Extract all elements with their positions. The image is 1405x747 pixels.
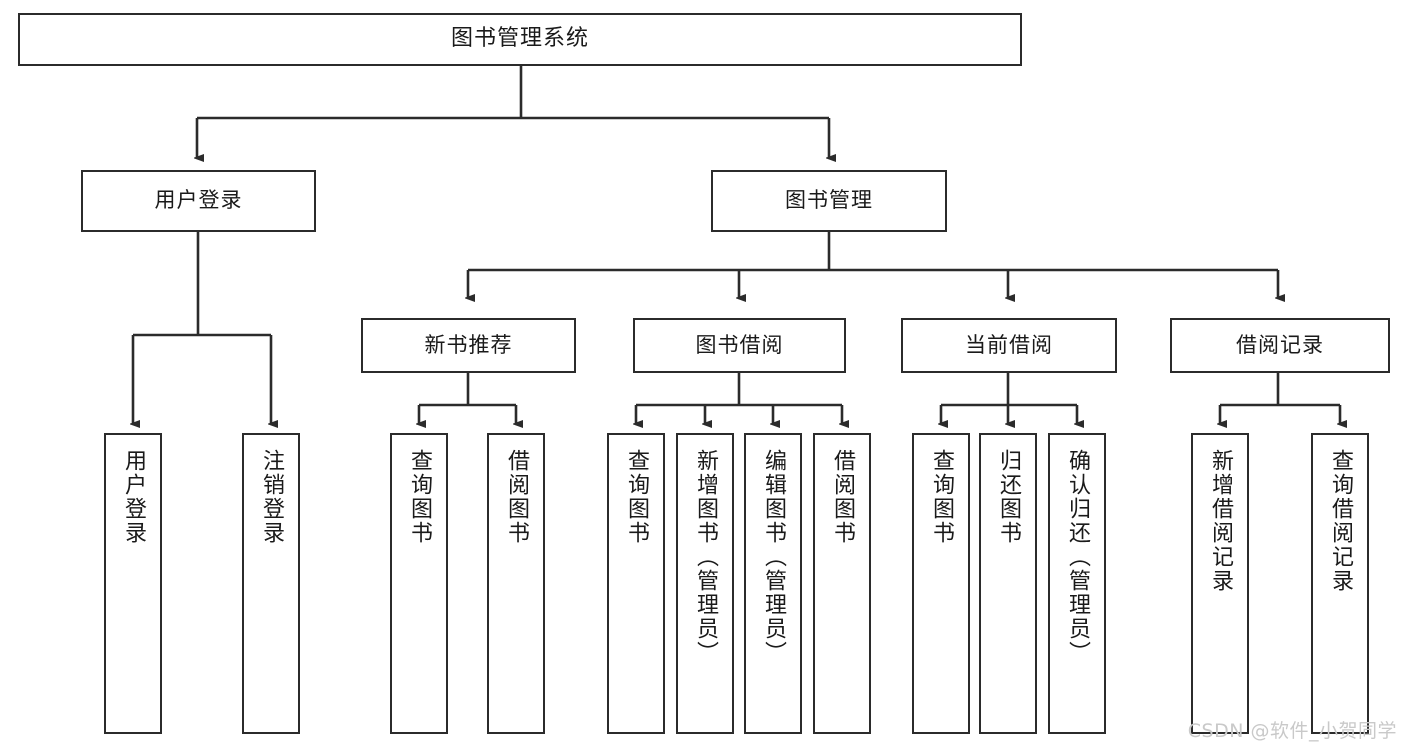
leaf-return-books[interactable]: 归还图书	[979, 433, 1037, 734]
node-book-management[interactable]: 图书管理	[711, 170, 947, 232]
leaf-confirm-return-admin[interactable]: 确认归还（管理员）	[1048, 433, 1106, 734]
node-root-system[interactable]: 图书管理系统	[18, 13, 1022, 66]
node-label: 归还图书	[995, 449, 1021, 545]
node-label: 查询借阅记录	[1327, 449, 1353, 593]
leaf-logout[interactable]: 注销登录	[242, 433, 300, 734]
leaf-query-books-current[interactable]: 查询图书	[912, 433, 970, 734]
node-label: 查询图书	[928, 449, 954, 545]
node-label: 用户登录	[154, 188, 243, 213]
node-label: 编辑图书（管理员）	[760, 449, 786, 665]
node-label: 查询图书	[623, 449, 649, 545]
node-label: 查询图书	[406, 449, 432, 545]
leaf-user-login[interactable]: 用户登录	[104, 433, 162, 734]
node-user-login[interactable]: 用户登录	[81, 170, 316, 232]
node-label: 新书推荐	[424, 332, 513, 357]
node-label: 注销登录	[258, 449, 284, 545]
node-label: 借阅图书	[503, 449, 529, 545]
node-label: 用户登录	[120, 449, 146, 545]
node-current-borrow[interactable]: 当前借阅	[901, 318, 1117, 373]
node-label: 新增借阅记录	[1207, 449, 1233, 593]
node-book-borrow[interactable]: 图书借阅	[633, 318, 846, 373]
leaf-query-borrow-record[interactable]: 查询借阅记录	[1311, 433, 1369, 734]
node-label: 借阅图书	[829, 449, 855, 545]
node-label: 图书借阅	[695, 332, 784, 357]
csdn-watermark: CSDN @软件_小贺同学	[1187, 720, 1397, 742]
node-label: 图书管理系统	[450, 26, 589, 52]
node-label: 图书管理	[785, 188, 873, 213]
node-new-book-recommend[interactable]: 新书推荐	[361, 318, 576, 373]
node-label: 借阅记录	[1236, 332, 1324, 357]
leaf-borrow-books[interactable]: 借阅图书	[813, 433, 871, 734]
leaf-add-borrow-record[interactable]: 新增借阅记录	[1191, 433, 1249, 734]
leaf-edit-book-admin[interactable]: 编辑图书（管理员）	[744, 433, 802, 734]
node-label: 新增图书（管理员）	[692, 449, 718, 665]
node-label: 确认归还（管理员）	[1064, 449, 1090, 665]
leaf-query-books-borrow[interactable]: 查询图书	[607, 433, 665, 734]
node-label: 当前借阅	[965, 332, 1053, 357]
leaf-add-book-admin[interactable]: 新增图书（管理员）	[676, 433, 734, 734]
leaf-borrow-books-new[interactable]: 借阅图书	[487, 433, 545, 734]
leaf-query-books-new[interactable]: 查询图书	[390, 433, 448, 734]
node-borrow-records[interactable]: 借阅记录	[1170, 318, 1390, 373]
